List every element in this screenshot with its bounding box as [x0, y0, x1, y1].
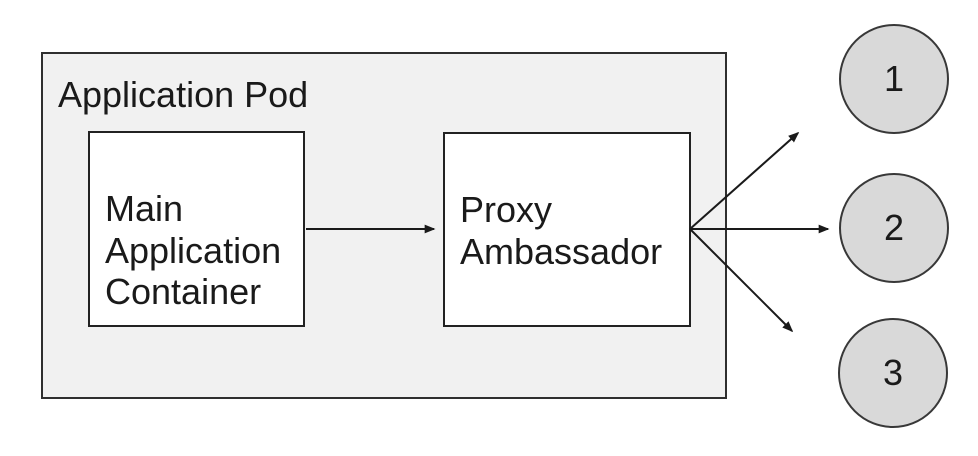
- proxy-ambassador-node: Proxy Ambassador: [443, 132, 691, 327]
- proxy-ambassador-label: Proxy Ambassador: [460, 189, 663, 272]
- endpoint-circle-1: 1: [839, 24, 949, 134]
- main-application-container-node: Main Application Container: [88, 131, 305, 327]
- endpoint-1-label: 1: [883, 58, 905, 99]
- endpoint-3-label: 3: [882, 352, 904, 393]
- endpoint-circle-3: 3: [838, 318, 948, 428]
- endpoint-circle-2: 2: [839, 173, 949, 283]
- application-pod-label: Application Pod: [58, 74, 309, 115]
- main-application-container-label: Main Application Container: [105, 188, 282, 313]
- endpoint-2-label: 2: [883, 207, 905, 248]
